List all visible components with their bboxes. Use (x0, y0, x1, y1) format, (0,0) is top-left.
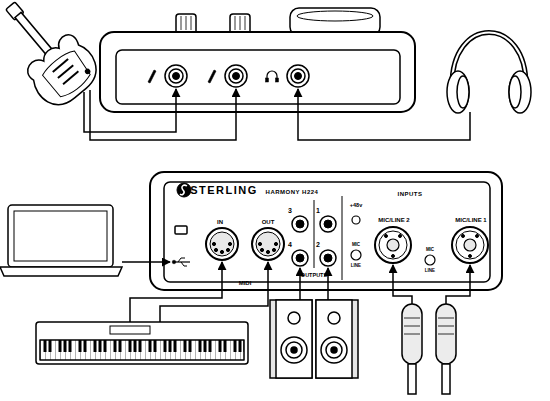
panel-label: INPUTS (397, 191, 422, 197)
microphone-drawing (402, 304, 456, 394)
panel-label: MIC (352, 243, 360, 248)
panel-label: OUT (262, 219, 275, 225)
laptop-drawing (0, 205, 122, 276)
panel-label: LINE (351, 264, 361, 269)
panel-label: LINE (425, 269, 435, 274)
panel-label: +48v (350, 203, 362, 209)
panel-label: MIDI (239, 280, 252, 286)
speaker-drawing (270, 300, 358, 378)
front-panel (100, 8, 415, 112)
bottom-cables (122, 262, 470, 322)
headphones-drawing (447, 33, 531, 114)
panel-label: IN (217, 219, 223, 225)
panel-label: MIC/LINE 1 (455, 217, 486, 223)
panel-label: MIC/LINE 2 (378, 217, 409, 223)
panel-label: HARMONY H224 (266, 189, 319, 195)
panel-label: 3 (288, 207, 292, 214)
panel-label: MIC (426, 248, 434, 253)
panel-label: STERLING (190, 185, 258, 196)
panel-label: 2 (316, 241, 320, 248)
panel-label: 1 (316, 207, 320, 214)
keyboard-drawing (36, 322, 248, 364)
panel-label: 4 (288, 241, 292, 248)
panel-label: OUTPUTS (301, 273, 327, 279)
rear-panel (150, 172, 502, 290)
top-cables (84, 89, 470, 140)
